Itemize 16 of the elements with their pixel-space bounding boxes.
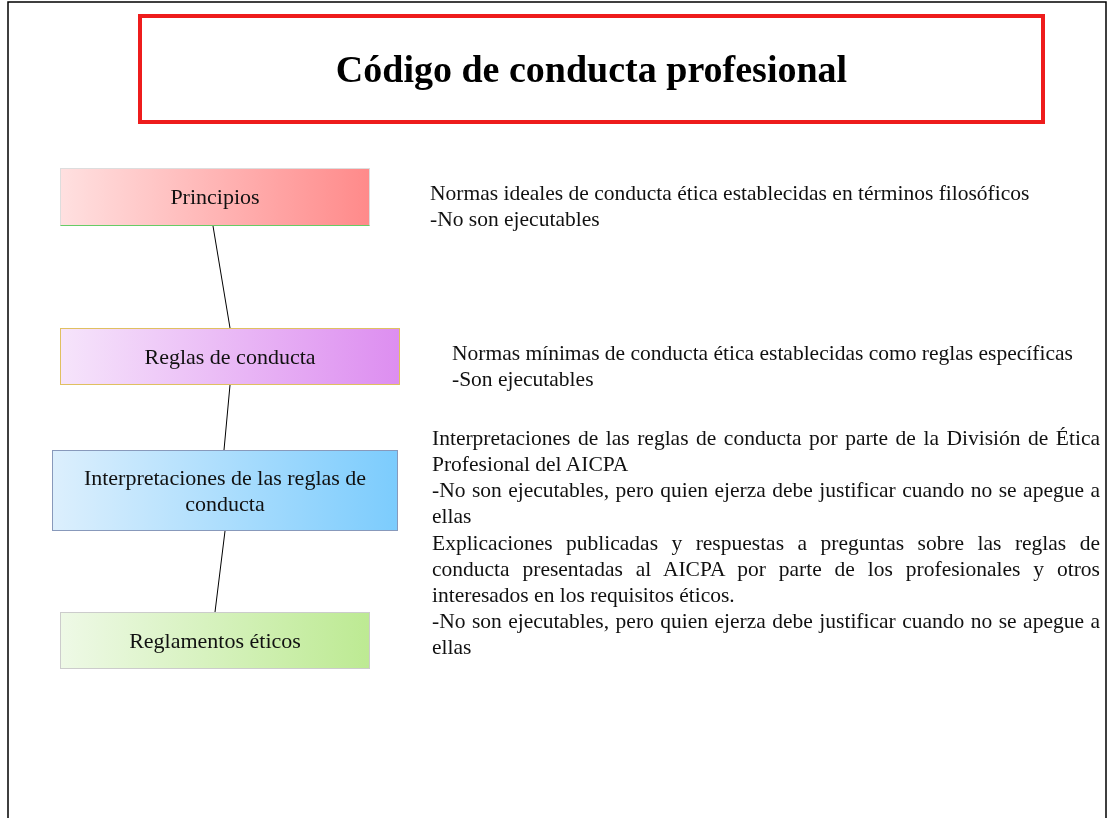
description-text: Interpretaciones de las reglas de conducta por parte de la División de Ética Profesional del AICPA xyxy=(432,425,1100,477)
process-box: Interpretaciones de las reglas de conducta xyxy=(52,450,398,531)
description-text: -No son ejecutables, pero quien ejerza debe justificar cuando no se apegue a ellas xyxy=(432,608,1100,660)
connector-line xyxy=(212,225,231,329)
description-text: -No son ejecutables xyxy=(430,206,601,232)
description-text: Normas ideales de conducta ética establecidas en términos filosóficos xyxy=(430,180,1031,206)
description-text: -Son ejecutables xyxy=(452,366,595,392)
description-text: -No son ejecutables, pero quien ejerza debe justificar cuando no se apegue a ellas xyxy=(432,477,1100,529)
title: Código de conducta profesional xyxy=(138,14,1045,124)
connector-line xyxy=(223,384,231,451)
description-text: Explicaciones publicadas y respuestas a preguntas sobre las reglas de conducta presentadas al AICPA por parte de los profesionales y otros interesados en los requisitos éticos. xyxy=(432,530,1100,608)
connector-line xyxy=(214,530,226,613)
description-text: Normas mínimas de conducta ética establecidas como reglas específicas xyxy=(452,340,1074,366)
process-box: Principios xyxy=(60,168,370,226)
process-box: Reglas de conducta xyxy=(60,328,400,385)
process-box: Reglamentos éticos xyxy=(60,612,370,669)
